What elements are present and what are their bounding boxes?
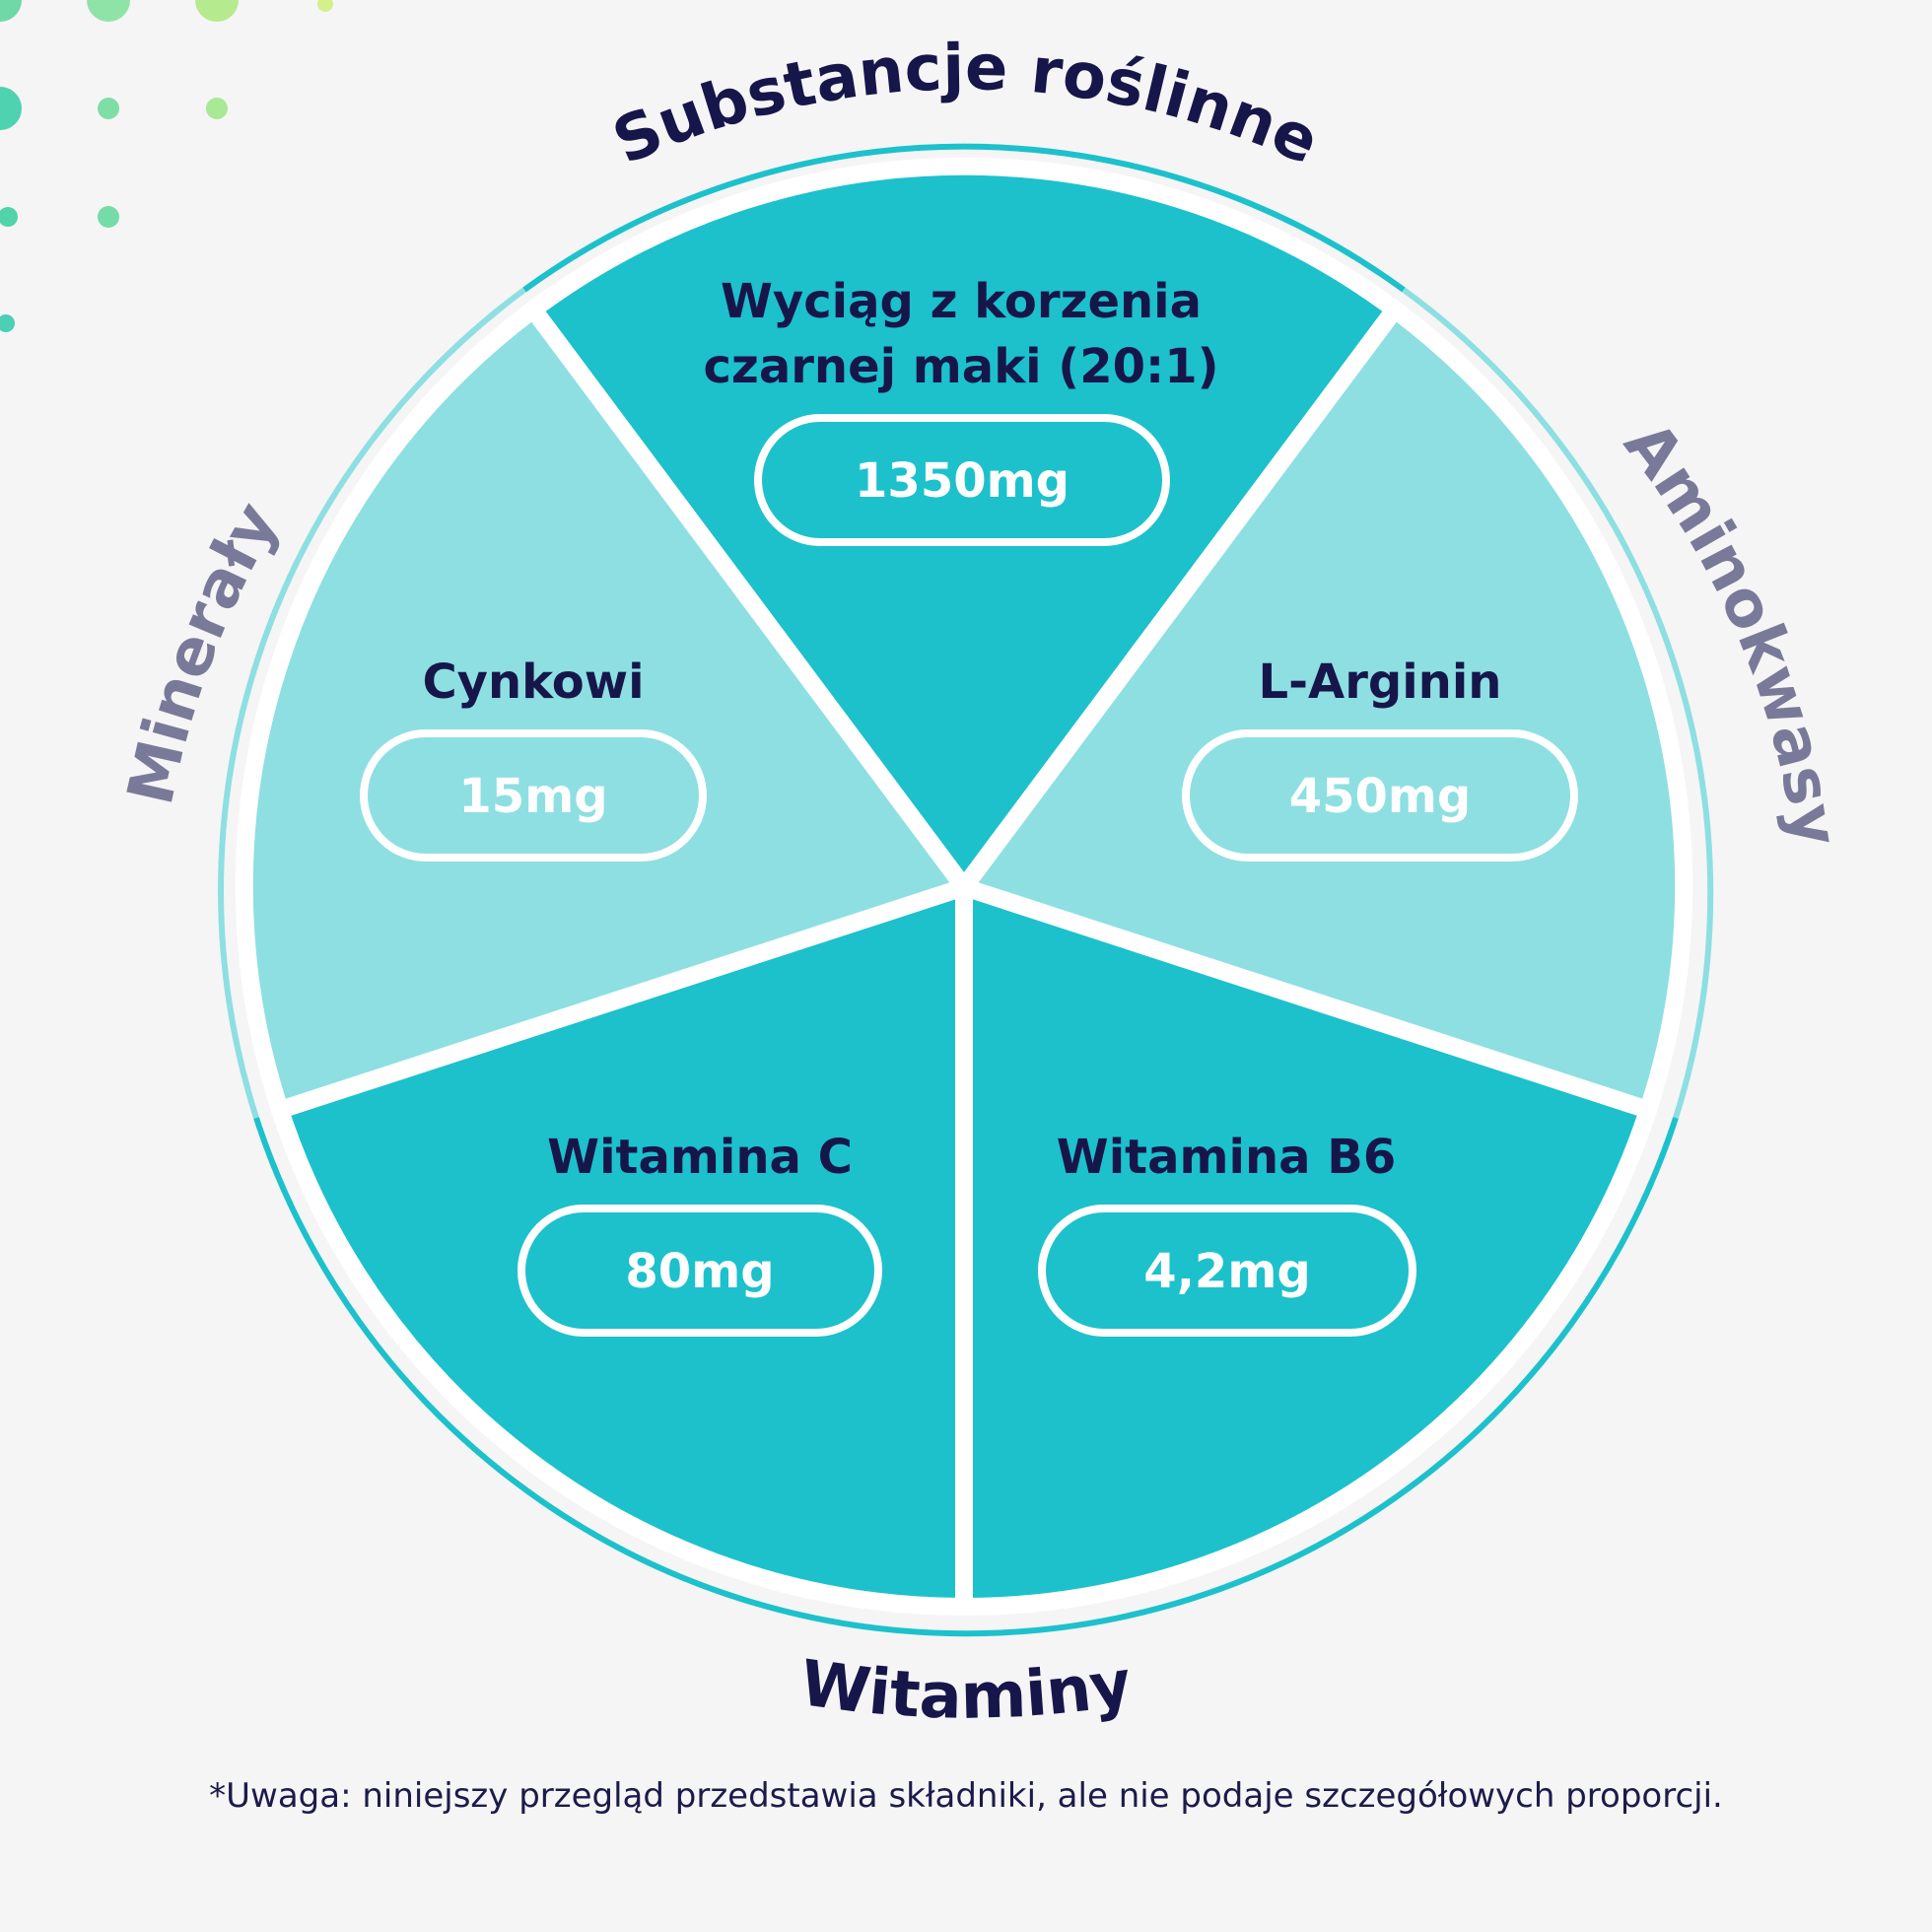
segment-left-name: Cynkowi [422, 655, 644, 710]
segment-right-name: L-Arginin [1259, 655, 1502, 710]
segment-bottom-left-amount: 80mg [625, 1244, 774, 1299]
segment-bottom-left-amount-pill [518, 1205, 882, 1337]
decorative-dots [0, 0, 333, 332]
segment-bottom-right-name: Witamina B6 [1057, 1130, 1396, 1185]
segment-bottom-right-amount-pill [1038, 1205, 1416, 1337]
category-bottom-label: Witaminy [795, 1647, 1136, 1734]
slice-vitamin-b6 [955, 874, 1660, 1617]
segment-left-amount: 15mg [458, 769, 607, 824]
segment-bottom-left-name: Witamina C [547, 1130, 853, 1185]
slice-plant-substances [520, 157, 1408, 903]
slice-vitamin-c [268, 874, 973, 1617]
pie-slices [235, 157, 1693, 1617]
segment-top-name-line1: Wyciąg z korzenia [721, 274, 1202, 329]
segment-right-amount-pill [1182, 729, 1578, 862]
footnote: *Uwaga: niniejszy przegląd przedstawia s… [209, 1776, 1723, 1816]
segment-left-amount-pill [360, 729, 707, 862]
slice-amino-acids [949, 297, 1693, 1122]
segment-right-amount: 450mg [1289, 769, 1472, 824]
segment-top-amount: 1350mg [855, 453, 1070, 509]
segment-bottom-right-amount: 4,2mg [1143, 1244, 1310, 1299]
segment-top-amount-pill [754, 414, 1170, 546]
outer-ring [218, 143, 1714, 1637]
segment-top-name-line2: czarnej maki (20:1) [703, 339, 1218, 394]
category-top-label: Substancje roślinne [603, 32, 1330, 179]
slice-minerals [235, 297, 979, 1122]
